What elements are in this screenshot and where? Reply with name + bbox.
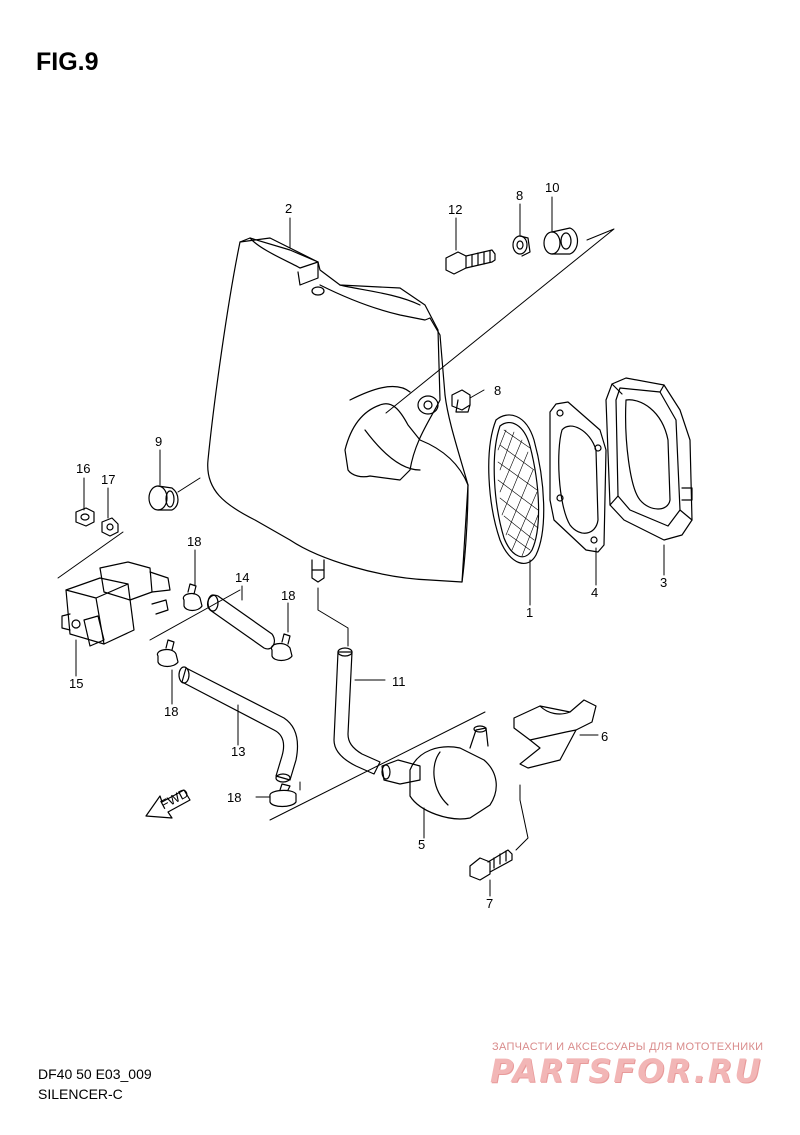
figure-code: DF40 50 E03_009 (38, 1066, 152, 1082)
callout-10: 10 (545, 180, 559, 195)
bracket-6 (513, 699, 597, 769)
collar-17 (101, 517, 119, 537)
callout-11: 11 (392, 674, 406, 689)
hose-14 (206, 594, 276, 650)
callout-13: 13 (231, 744, 245, 759)
mesh-screen-1 (488, 414, 545, 565)
callout-18-c: 18 (164, 704, 178, 719)
grommet-10 (543, 227, 579, 255)
callout-1: 1 (526, 605, 533, 620)
callout-7: 7 (486, 896, 493, 911)
watermark-logo: PARTSFOR.RU (490, 1052, 763, 1090)
nut-16 (75, 507, 95, 527)
watermark-tagline: ЗАПЧАСТИ И АКСЕССУАРЫ ДЛЯ МОТОТЕХНИКИ (492, 1041, 764, 1053)
callout-14: 14 (235, 570, 249, 585)
clamp-18-d (269, 783, 297, 808)
callout-18-b: 18 (281, 588, 295, 603)
callout-17: 17 (101, 472, 115, 487)
callout-9: 9 (155, 434, 162, 449)
breather-5 (381, 725, 497, 820)
collar-8-lower (451, 389, 471, 413)
callout-3: 3 (660, 575, 667, 590)
callout-12: 12 (448, 202, 462, 217)
silencer-case (207, 237, 469, 583)
callout-18-a: 18 (187, 534, 201, 549)
clamp-18-c (156, 639, 179, 668)
callout-2: 2 (285, 201, 292, 216)
leader-lines (57, 196, 665, 897)
callout-8-upper: 8 (516, 188, 523, 203)
fwd-direction-arrow: FWD (145, 785, 191, 819)
solenoid-valve-15 (61, 561, 171, 647)
bolt-7 (469, 849, 513, 881)
callout-labels: 1 2 3 4 5 6 7 8 8 9 10 11 12 13 14 15 16… (69, 180, 667, 911)
grommet-9 (148, 485, 179, 511)
callout-6: 6 (601, 729, 608, 744)
figure-title: FIG.9 (36, 48, 99, 76)
figure-name: SILENCER-C (38, 1086, 123, 1102)
callout-16: 16 (76, 461, 90, 476)
bolt-12 (445, 249, 496, 275)
gasket-4 (549, 401, 607, 553)
hose-13 (178, 666, 299, 783)
collar-8-upper (512, 235, 531, 257)
callout-8-lower: 8 (494, 383, 501, 398)
silencer-cover-3 (605, 377, 693, 541)
clamp-18-a (182, 583, 203, 612)
callout-4: 4 (591, 585, 598, 600)
callout-5: 5 (418, 837, 425, 852)
callout-18-d: 18 (227, 790, 241, 805)
hose-11 (333, 647, 381, 775)
callout-15: 15 (69, 676, 83, 691)
